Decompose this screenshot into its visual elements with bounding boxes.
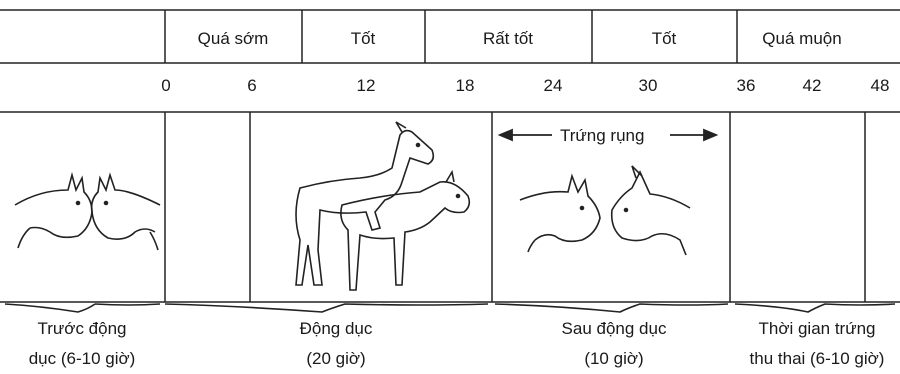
phase-line: Trước động <box>37 319 127 338</box>
phase-braces <box>4 303 896 313</box>
ovulation-arrows <box>497 128 719 142</box>
band-very-good: Rất tốt <box>482 29 534 48</box>
phase-line: Thời gian trứng <box>758 319 876 338</box>
phase-metestrus: Sau động dục (10 giờ) <box>562 314 667 374</box>
phase-line: Sau động dục <box>561 319 667 338</box>
goats-mounting-icon <box>295 121 471 291</box>
hour-label: 6 <box>247 76 257 95</box>
hour-label: 30 <box>638 76 658 95</box>
goat-pair-facing-icon <box>519 165 691 256</box>
phase-line: Động dục <box>299 319 373 338</box>
goat-pair-sniffing-icon <box>14 171 161 251</box>
phase-line: (10 giờ) <box>584 349 644 368</box>
hour-label: 48 <box>870 76 890 95</box>
band-too-early: Quá sớm <box>197 29 269 48</box>
phase-line: (20 giờ) <box>306 349 366 368</box>
phase-estrus: Động dục (20 giờ) <box>300 314 373 374</box>
band-good-2: Tốt <box>651 29 677 48</box>
hour-label: 18 <box>455 76 475 95</box>
phase-conception-window: Thời gian trứng thu thai (6-10 giờ) <box>750 314 885 374</box>
hour-label: 42 <box>802 76 822 95</box>
ovulation-label: Trứng rụng <box>560 126 645 145</box>
band-good-1: Tốt <box>350 29 376 48</box>
phase-line: dục (6-10 giờ) <box>28 349 136 368</box>
hour-label: 36 <box>736 76 756 95</box>
band-separators <box>164 10 738 63</box>
phase-line: thu thai (6-10 giờ) <box>749 349 885 368</box>
hour-label: 12 <box>356 76 376 95</box>
hour-label: 0 <box>161 76 171 95</box>
hour-label: 24 <box>543 76 563 95</box>
phase-proestrus: Trước động dục (6-10 giờ) <box>29 314 136 374</box>
band-too-late: Quá muộn <box>762 29 842 48</box>
phase-separators <box>164 112 866 302</box>
